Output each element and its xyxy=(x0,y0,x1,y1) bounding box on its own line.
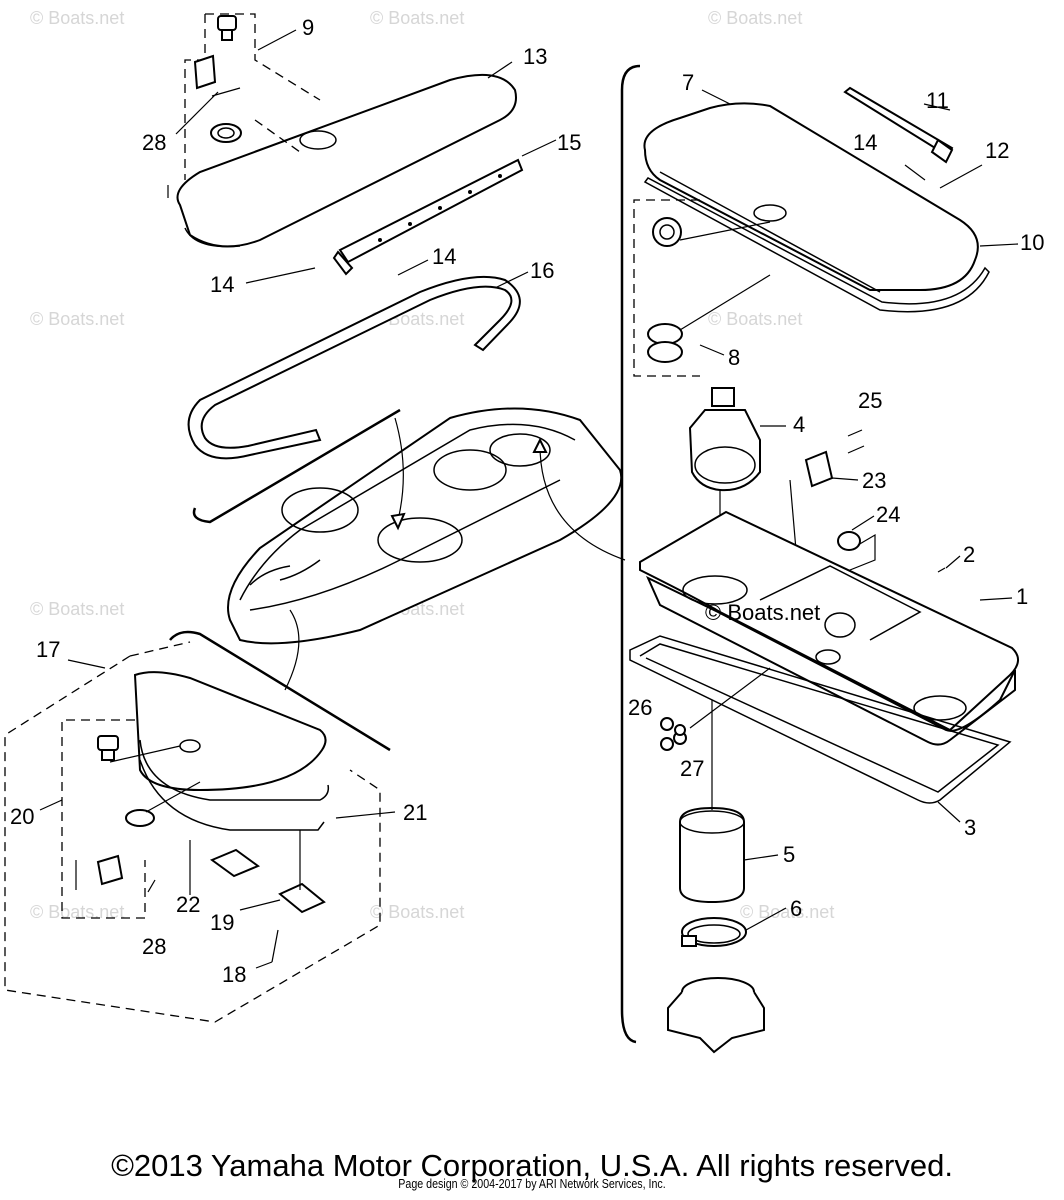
watermark: © Boats.net xyxy=(30,599,124,619)
hinge-parts-19-22 xyxy=(189,830,326,963)
gasket-3-inner xyxy=(639,643,1000,793)
watermark: © Boats.net xyxy=(370,902,464,922)
group-17-dashed-outline xyxy=(4,641,381,1023)
connector-line xyxy=(284,609,300,691)
watermark: © Boats.net xyxy=(30,8,124,28)
watermark-center: © Boats.net xyxy=(705,600,820,625)
callout-9: 9 xyxy=(302,15,314,40)
callout-3: 3 xyxy=(964,815,976,840)
callout-26: 26 xyxy=(628,695,652,720)
hatch-lid-13 xyxy=(176,73,517,248)
callout-14: 14 xyxy=(210,272,234,297)
callout-7: 7 xyxy=(682,70,694,95)
callout-27: 27 xyxy=(680,756,704,781)
arrow-head xyxy=(390,512,406,531)
group-20-dashed-box xyxy=(61,719,146,919)
nuts-26-27 xyxy=(660,667,771,751)
copyright-notice: ©2013 Yamaha Motor Corporation, U.S.A. A… xyxy=(111,1148,953,1183)
callout-5: 5 xyxy=(783,842,795,867)
watermark: © Boats.net xyxy=(708,8,802,28)
latch-kit-lower xyxy=(75,735,201,893)
watermark: © Boats.net xyxy=(30,309,124,329)
callout-12: 12 xyxy=(985,138,1009,163)
leader-lines xyxy=(39,29,1019,969)
seal-10 xyxy=(643,177,990,313)
callout-6: 6 xyxy=(790,896,802,921)
callout-28: 28 xyxy=(142,934,166,959)
latch-kit-8-dashed-box xyxy=(633,199,771,377)
callout-21: 21 xyxy=(403,800,427,825)
bracket-23 xyxy=(804,450,834,488)
callout-19: 19 xyxy=(210,910,234,935)
callout-2: 2 xyxy=(963,542,975,567)
screw-25 xyxy=(847,429,863,437)
page-design-credit: Page design © 2004-2017 by ARI Network S… xyxy=(398,1176,666,1191)
hinge-11 xyxy=(843,86,954,164)
connector-line xyxy=(394,417,404,521)
callout-8: 8 xyxy=(728,345,740,370)
hinge-15 xyxy=(332,158,524,276)
callout-20: 20 xyxy=(10,804,34,829)
group-bracket-right xyxy=(620,64,641,1044)
callout-10: 10 xyxy=(1020,230,1044,255)
callout-15: 15 xyxy=(557,130,581,155)
screw-25 xyxy=(847,445,865,454)
callout-28: 28 xyxy=(142,130,166,155)
callout-14: 14 xyxy=(853,130,877,155)
callout-23: 23 xyxy=(862,468,886,493)
watermark: © Boats.net xyxy=(708,309,802,329)
seal-16 xyxy=(187,275,521,460)
clamp-6 xyxy=(681,917,747,947)
arrow-head xyxy=(532,437,548,453)
vent-4 xyxy=(688,387,761,492)
boat-hull xyxy=(227,407,623,645)
screw-14 xyxy=(904,164,926,181)
grommet-24 xyxy=(837,531,861,551)
callout-14: 14 xyxy=(432,244,456,269)
group-bracket-lower xyxy=(169,630,391,752)
watermark: © Boats.net xyxy=(30,902,124,922)
callout-17: 17 xyxy=(36,637,60,662)
screw-2 xyxy=(937,567,946,573)
lid-21 xyxy=(133,671,330,831)
callout-labels: 9 13 28 15 14 14 16 7 11 14 12 10 8 25 4… xyxy=(10,15,1044,987)
connector-line xyxy=(539,444,626,561)
callout-4: 4 xyxy=(793,412,805,437)
callout-18: 18 xyxy=(222,962,246,987)
callout-1: 1 xyxy=(1016,584,1028,609)
callout-13: 13 xyxy=(523,44,547,69)
callout-16: 16 xyxy=(530,258,554,283)
group-bracket-upper xyxy=(192,408,401,524)
watermark: © Boats.net xyxy=(370,8,464,28)
gasket-3 xyxy=(629,635,1012,804)
storage-tub-1 xyxy=(639,510,1019,746)
hose-adapter xyxy=(667,977,765,1054)
sleeve-5 xyxy=(679,806,745,904)
lid-7 xyxy=(643,102,979,293)
callout-22: 22 xyxy=(176,892,200,917)
screw-12-line xyxy=(939,164,983,189)
watermark: © Boats.net xyxy=(740,902,834,922)
callout-11: 11 xyxy=(926,88,949,113)
latch-kit-dashed-box xyxy=(167,13,321,198)
callout-25: 25 xyxy=(858,388,882,413)
callout-24: 24 xyxy=(876,502,900,527)
